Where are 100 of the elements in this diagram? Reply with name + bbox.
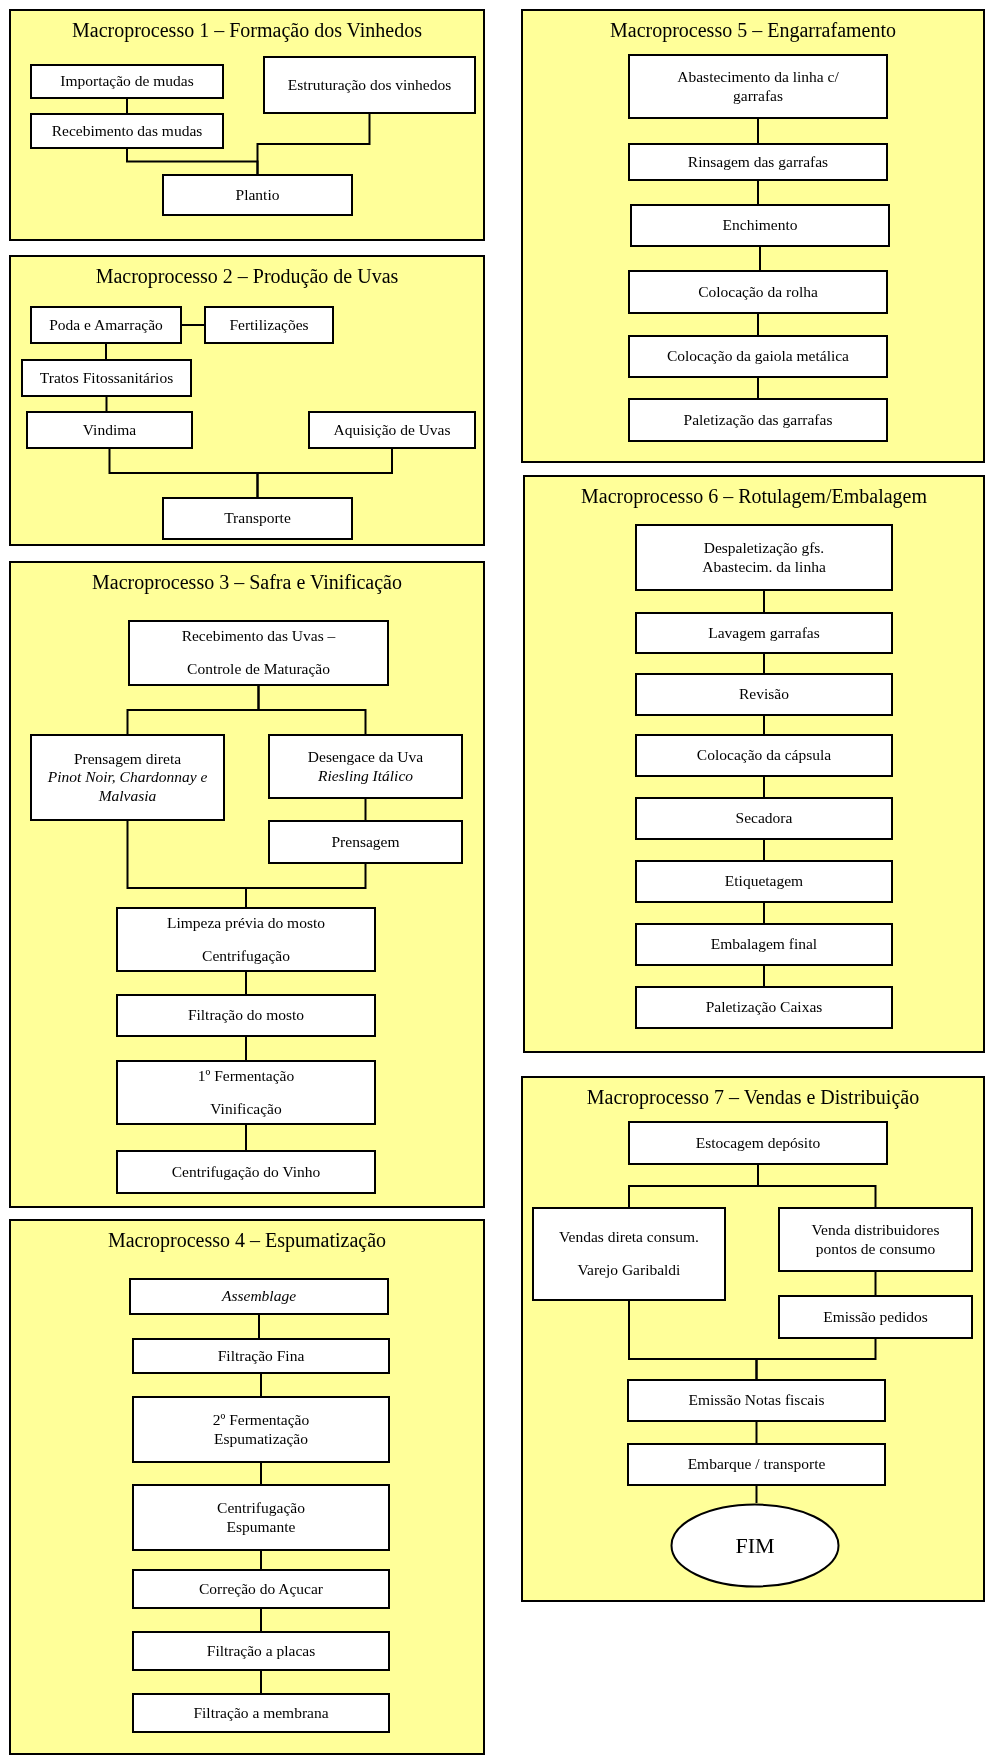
panel-title: Macroprocesso 1 – Formação dos Vinhedos	[71, 19, 423, 42]
connector-line	[245, 1036, 247, 1061]
process-box	[635, 986, 893, 1029]
connector-line	[757, 313, 759, 336]
box-label: Abastecimento da linha c/ garrafas	[676, 67, 840, 106]
connector-line	[763, 590, 765, 613]
process-box	[628, 143, 888, 181]
panel-title: Macroprocesso 7 – Vendas e Distribuição	[585, 1086, 921, 1109]
box-label: Centrifugação do Vinho	[171, 1162, 321, 1182]
process-box	[162, 174, 353, 216]
box-label: Varejo Garibaldi	[577, 1261, 681, 1280]
box-label: Vinificação	[210, 1099, 282, 1119]
box-label: Despaletização gfs. Abastecim. da linha	[701, 538, 827, 577]
box-label: Embalagem final	[710, 935, 818, 954]
connector-line	[755, 1485, 758, 1504]
process-box	[635, 524, 893, 591]
box-label: 1º Fermentação	[197, 1066, 295, 1086]
box-label: Emissão pedidos	[823, 1307, 928, 1327]
box-label: Correção do Açucar	[199, 1579, 323, 1599]
connector-line	[256, 448, 393, 498]
connector-line	[757, 377, 759, 399]
box-label: Enchimento	[722, 216, 798, 235]
process-box	[132, 1484, 390, 1551]
process-box	[628, 270, 888, 314]
process-box	[630, 204, 890, 247]
box-label: Paletização Caixas	[705, 998, 823, 1017]
process-panel	[523, 475, 985, 1053]
process-box	[635, 612, 893, 654]
box-label: Colocação da rolha	[698, 282, 818, 302]
process-box	[778, 1207, 973, 1272]
process-box	[268, 734, 463, 799]
connector-line	[126, 98, 128, 114]
panel-title: Macroprocesso 5 – Engarrafamento	[609, 19, 897, 42]
process-panel	[9, 9, 485, 241]
process-panel	[521, 9, 985, 463]
box-label: Vendas direta consum.	[559, 1228, 699, 1247]
process-box	[116, 1060, 376, 1125]
connector-line	[755, 1421, 758, 1444]
process-panel	[9, 561, 485, 1208]
process-box	[635, 673, 893, 716]
panel-title: Macroprocesso 6 – Rotulagem/Embalagem	[580, 485, 928, 508]
connector-line	[755, 1338, 877, 1380]
box-label: Centrifugação Espumante	[216, 1498, 306, 1537]
box-label: Secadora	[735, 809, 793, 828]
panel-title: Macroprocesso 4 – Espumatização	[106, 1229, 388, 1252]
box-label: Paletização das garrafas	[683, 410, 833, 430]
process-box	[30, 64, 224, 99]
process-box	[628, 335, 888, 378]
box-label: Etiquetagem	[724, 872, 804, 891]
process-panel	[9, 255, 485, 546]
process-box	[635, 734, 893, 777]
process-box	[268, 820, 463, 864]
connector-line	[260, 1608, 262, 1632]
connector-line	[260, 1670, 262, 1694]
process-box	[128, 620, 389, 686]
process-box	[116, 907, 376, 972]
process-panel	[521, 1076, 985, 1602]
connector-line	[105, 396, 108, 412]
box-label: Aquisição de Uvas	[333, 420, 451, 440]
box-label: Poda e Amarração	[49, 315, 163, 335]
box-label: Prensagem	[331, 832, 400, 852]
box-label: Filtração a placas	[206, 1641, 316, 1661]
box-label: Colocação da gaiola metálica	[666, 347, 849, 366]
process-box	[627, 1443, 886, 1486]
box-label: Transporte	[224, 509, 291, 528]
box-label: Prensagem direta	[73, 749, 182, 769]
connector-line	[763, 715, 765, 735]
box-label: Filtração do mosto	[187, 1006, 305, 1025]
process-box	[132, 1631, 390, 1671]
box-label: Pinot Noir, Chardonnay e Malvasia	[46, 768, 209, 806]
connector-line	[763, 653, 765, 674]
box-label: 2º Fermentação Espumatização	[211, 1410, 311, 1449]
connector-line	[874, 1271, 877, 1296]
process-box	[162, 497, 353, 540]
box-label: Desengace da Uva	[307, 747, 424, 767]
connector-line	[245, 1124, 247, 1151]
box-label: Estocagem depósito	[695, 1133, 821, 1153]
process-box	[635, 797, 893, 840]
process-box	[204, 306, 334, 344]
process-box	[30, 734, 225, 821]
process-box	[30, 306, 182, 344]
box-label: Venda distribuidores pontos de consumo	[810, 1220, 941, 1259]
process-box	[778, 1295, 973, 1339]
connector-line	[757, 1164, 877, 1208]
connector-line	[258, 1314, 260, 1339]
connector-line	[757, 118, 759, 144]
box-label: Centrifugação	[202, 946, 290, 966]
process-box	[628, 1121, 888, 1165]
process-box	[129, 1278, 389, 1315]
panel-title: Macroprocesso 3 – Safra e Vinificação	[91, 571, 403, 594]
connector-line	[257, 685, 367, 735]
connector-line	[763, 776, 765, 798]
box-label: Controle de Maturação	[187, 660, 330, 679]
process-box	[132, 1693, 390, 1733]
process-box	[627, 1379, 886, 1422]
box-label: Plantio	[235, 185, 280, 205]
connector-line	[256, 113, 371, 175]
process-box	[263, 56, 476, 114]
process-box	[635, 923, 893, 966]
box-label: Fertilizações	[229, 315, 309, 335]
